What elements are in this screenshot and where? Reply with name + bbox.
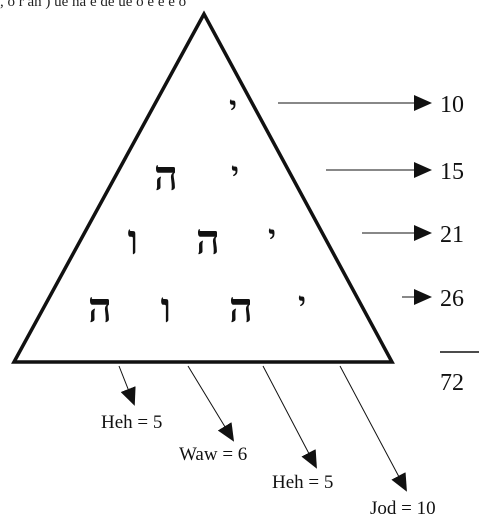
value-label-waw: Waw = 6: [179, 444, 247, 465]
letter-yod: י: [229, 90, 237, 125]
letter-yod: י: [298, 286, 306, 321]
letter-heh: ה: [88, 283, 112, 332]
triangle: [11, 10, 395, 364]
value-label-heh-1: Heh = 5: [101, 412, 162, 433]
row-sum-2: 15: [440, 159, 464, 185]
row-sum-4: 26: [440, 286, 464, 312]
letter-waw: ו: [161, 283, 172, 332]
value-arrow-waw: [187, 365, 235, 442]
row-sum-3: 21: [440, 222, 464, 248]
row-sum-1: 10: [440, 92, 464, 118]
letter-waw: ו: [128, 215, 139, 264]
letter-heh: ה: [196, 215, 220, 264]
value-label-jod: Jod = 10: [370, 498, 436, 518]
value-arrow-heh-1: [118, 365, 136, 406]
letter-heh: ה: [154, 151, 178, 200]
value-label-heh-2: Heh = 5: [272, 472, 333, 493]
letter-yod: י: [268, 219, 276, 254]
clipped-top-text: , o r an ) ue na e de ue o e e e o: [0, 0, 187, 10]
total-sum: 72: [440, 370, 464, 396]
value-arrow-heh-2: [262, 365, 317, 469]
value-arrow-jod: [339, 365, 407, 492]
letter-yod: י: [231, 156, 239, 191]
letter-heh: ה: [229, 283, 253, 332]
